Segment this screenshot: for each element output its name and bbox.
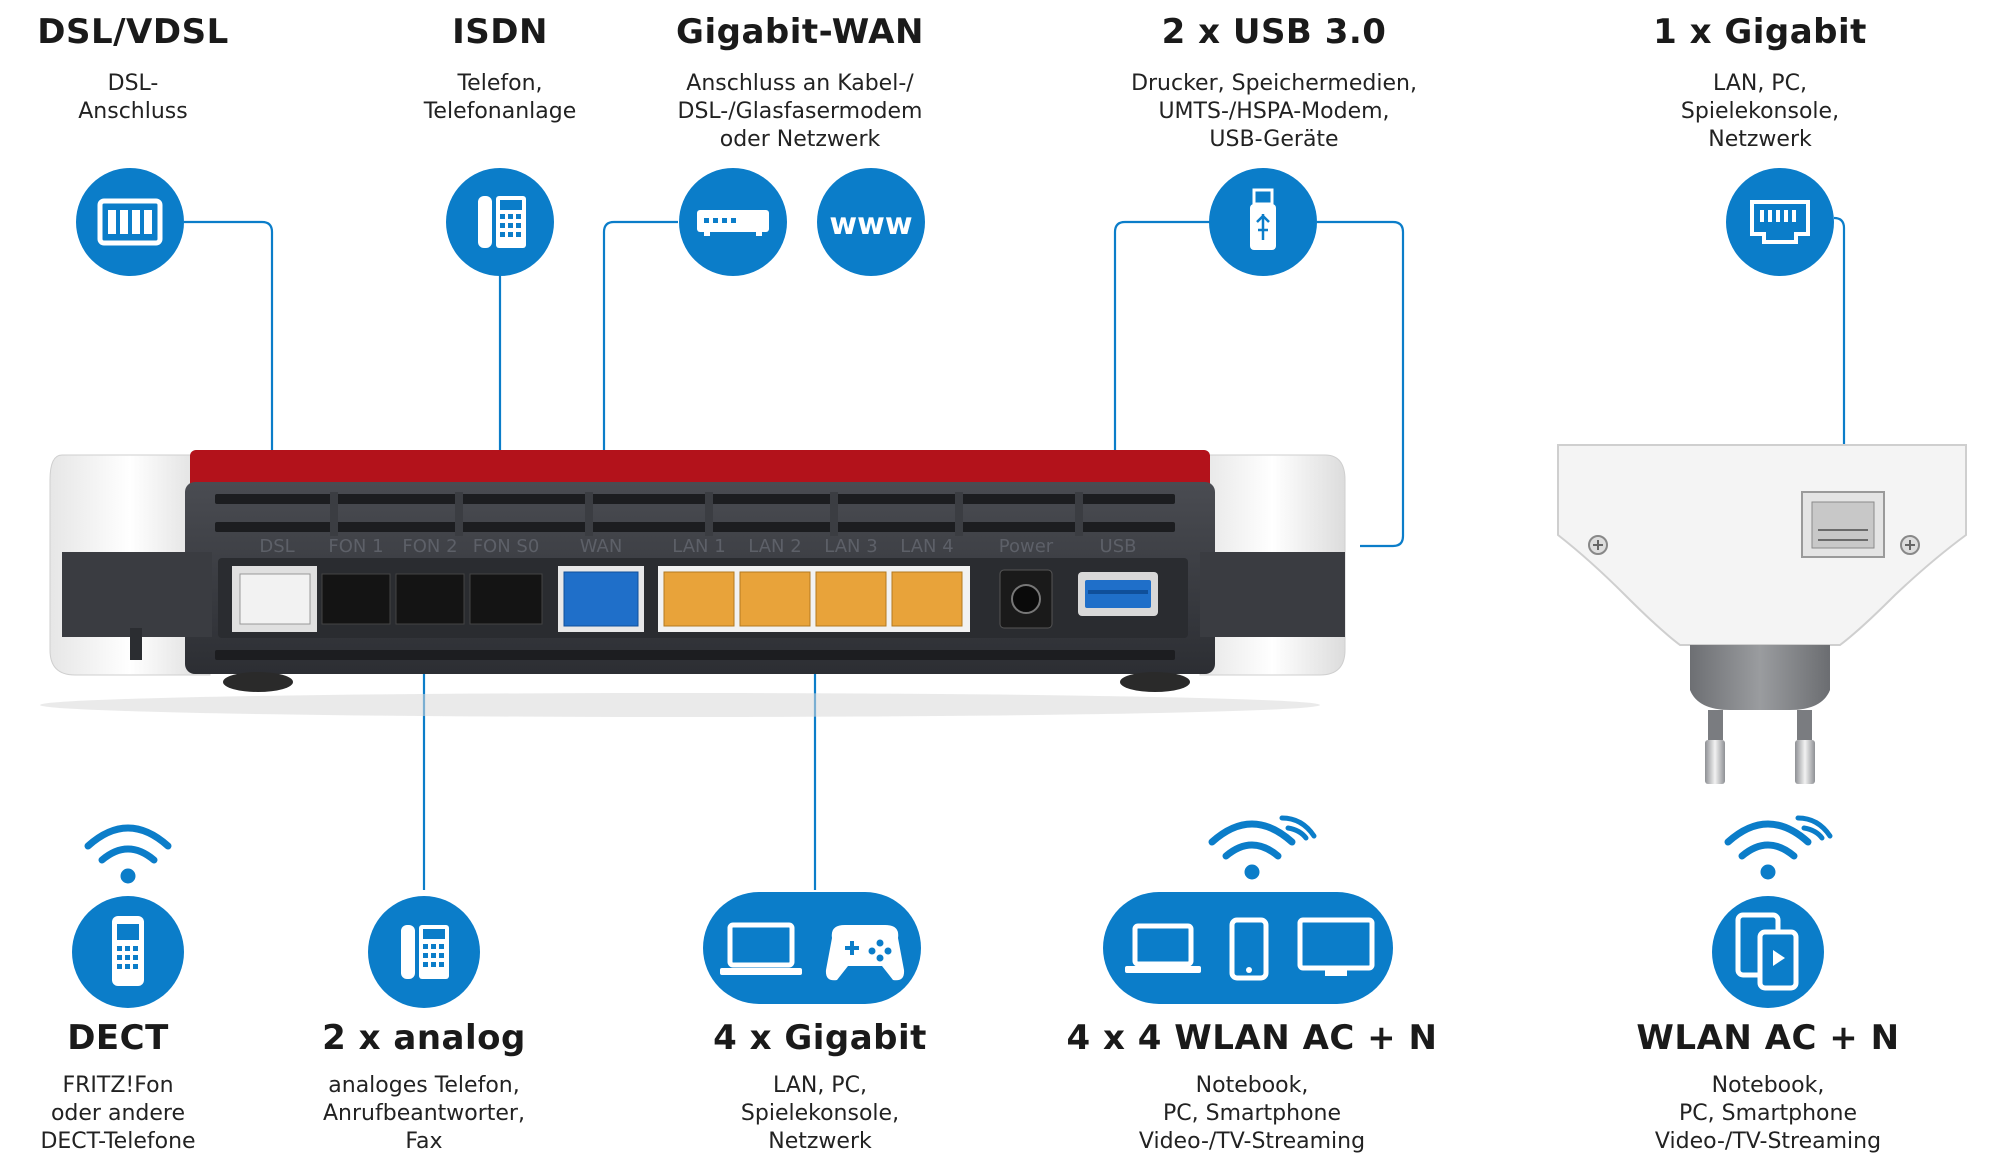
- port-lan1: [663, 571, 735, 627]
- lan-icon: [1726, 168, 1834, 276]
- analog-title: 2 x analog: [322, 1018, 526, 1058]
- gigabit-wan-description: Anschluss an Kabel-/ DSL-/Glasfasermodem…: [677, 71, 923, 152]
- wlan-4x4-title: 4 x 4 WLAN AC + N: [1066, 1018, 1438, 1058]
- dsl-vdsl-description: DSL- Anschluss: [78, 71, 188, 124]
- isdn-title: ISDN: [452, 12, 548, 52]
- modem-icon: [679, 168, 787, 276]
- wlan-4x4-block: 4 x 4 WLAN AC + N Notebook, PC, Smartpho…: [1067, 1018, 1438, 1156]
- port-label-usb: USB: [1100, 536, 1137, 557]
- gigabit-lan-block: 1 x Gigabit LAN, PC, Spielekonsole, Netz…: [1653, 12, 1867, 154]
- wifi-icon-ac: [1208, 815, 1317, 880]
- port-label-fons0: FON S0: [473, 536, 540, 557]
- router: DSL FON 1 FON 2 FON S0 WAN LAN 1 LAN 2 L…: [40, 450, 1346, 717]
- line-usb: [1113, 220, 1210, 540]
- gamepad-icon: [825, 925, 905, 981]
- gigabit-wan-title: Gigabit-WAN: [676, 12, 924, 52]
- wlan-ac-title: WLAN AC + N: [1636, 1018, 1900, 1058]
- port-fon2: [395, 573, 465, 625]
- dsl-vdsl-title: DSL/VDSL: [37, 12, 229, 52]
- repeater-device: [1557, 444, 1967, 784]
- port-lan2: [739, 571, 811, 627]
- lan-gigabit-description: LAN, PC, Spielekonsole, Netzwerk: [740, 1073, 900, 1154]
- port-dsl: [239, 573, 311, 625]
- www-icon: www: [817, 168, 925, 276]
- monitor-icon: [1297, 917, 1375, 976]
- line-usb-right: [1317, 220, 1405, 548]
- www-label: www: [829, 207, 912, 242]
- analog-description: analoges Telefon, Anrufbeantworter, Fax: [323, 1073, 525, 1154]
- usb-block: 2 x USB 3.0 Drucker, Speichermedien, UMT…: [1131, 12, 1417, 154]
- port-label-lan3: LAN 3: [824, 536, 877, 557]
- port-fons0: [469, 573, 543, 625]
- port-label-lan4: LAN 4: [900, 536, 953, 557]
- lan-gigabit-title: 4 x Gigabit: [713, 1018, 927, 1058]
- plug-pin-right: [1795, 740, 1815, 784]
- wlan-4x4-description: Notebook, PC, Smartphone Video-/TV-Strea…: [1138, 1073, 1366, 1154]
- dsl-vdsl-block: DSL/VDSL DSL- Anschluss: [37, 12, 228, 126]
- router-red-top: [190, 450, 1210, 490]
- tablet-phone-icon: [1712, 896, 1824, 1008]
- wifi-icon: [84, 824, 172, 884]
- port-label-dsl: DSL: [259, 536, 294, 557]
- laptop-icon: [720, 922, 802, 975]
- gigabit-lan-description: LAN, PC, Spielekonsole, Netzwerk: [1680, 71, 1840, 152]
- laptop-icon-wlan: [1125, 923, 1201, 973]
- gigabit-lan-title: 1 x Gigabit: [1653, 12, 1867, 52]
- line-dsl: [184, 220, 274, 560]
- isdn-block: ISDN Telefon, Telefonanlage: [424, 12, 577, 126]
- dect-phone-icon: [72, 896, 184, 1008]
- usb-description: Drucker, Speichermedien, UMTS-/HSPA-Mode…: [1131, 71, 1417, 152]
- line-wan: [602, 220, 678, 560]
- port-label-power: Power: [999, 536, 1054, 557]
- usb-icon: [1209, 168, 1317, 276]
- smartphone-icon: [1229, 917, 1269, 981]
- phone-icon-analog: [368, 896, 480, 1008]
- dsl-icon: [76, 168, 184, 276]
- isdn-description: Telefon, Telefonanlage: [423, 71, 577, 124]
- plug-pin-left: [1705, 740, 1725, 784]
- port-fon1: [321, 573, 391, 625]
- wlan-ac-block: WLAN AC + N Notebook, PC, Smartphone Vid…: [1636, 1018, 1899, 1156]
- port-lan4: [891, 571, 963, 627]
- dect-block: DECT FRITZ!Fon oder andere DECT-Telefone: [40, 1018, 195, 1156]
- wifi-icon-plug: [1724, 815, 1833, 880]
- lan-gigabit-block: 4 x Gigabit LAN, PC, Spielekonsole, Netz…: [713, 1018, 927, 1156]
- dect-title: DECT: [67, 1018, 169, 1058]
- port-label-wan: WAN: [580, 536, 623, 557]
- phone-icon: [446, 168, 554, 276]
- gigabit-wan-block: Gigabit-WAN Anschluss an Kabel-/ DSL-/Gl…: [676, 12, 924, 154]
- port-wan: [563, 571, 639, 627]
- line-lan-plug: [1833, 216, 1846, 490]
- wlan-devices-pill: [1103, 892, 1393, 1004]
- port-label-fon1: FON 1: [328, 536, 383, 557]
- analog-block: 2 x analog analoges Telefon, Anrufbeantw…: [322, 1018, 526, 1156]
- port-power: [1011, 584, 1041, 614]
- port-lan3: [815, 571, 887, 627]
- port-label-lan2: LAN 2: [748, 536, 801, 557]
- port-label-lan1: LAN 1: [672, 536, 725, 557]
- dect-description: FRITZ!Fon oder andere DECT-Telefone: [40, 1073, 196, 1154]
- port-label-fon2: FON 2: [402, 536, 457, 557]
- usb-title: 2 x USB 3.0: [1161, 12, 1387, 52]
- lan-devices-pill: [703, 892, 921, 1004]
- wlan-ac-description: Notebook, PC, Smartphone Video-/TV-Strea…: [1654, 1073, 1882, 1154]
